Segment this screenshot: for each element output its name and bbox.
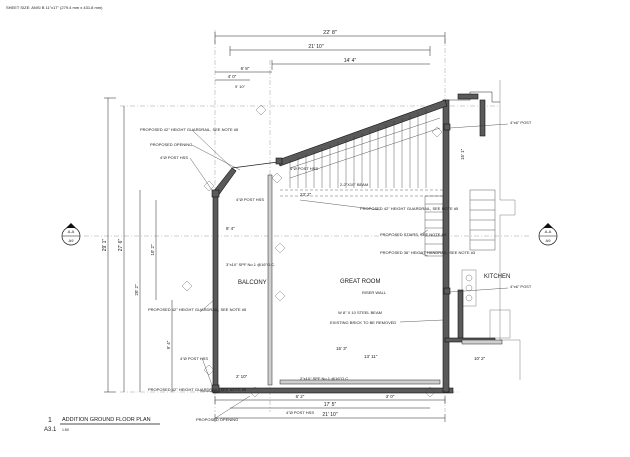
dim-mid-2: 15' 3" — [336, 346, 348, 351]
dim-right-2: 10' 2" — [474, 356, 486, 361]
window-tags — [181, 104, 443, 398]
section-right-sheet: A9 — [546, 238, 552, 243]
interior-dimensions: 8' 4" 15' 3" 13' 11" 23' 2" 15' 1" 10' 2… — [226, 148, 486, 381]
section-left-sheet: A9 — [69, 238, 75, 243]
note-hss: 4"Ø POST HSS — [290, 166, 318, 171]
dim-third-top: 14' 4" — [344, 58, 357, 64]
note-existing-brick: EXISTING BRICK TO BE REMOVED — [330, 320, 396, 325]
left-notes: PROPOSED 42" HEIGHT GUARDRAIL, SEE NOTE … — [140, 127, 314, 422]
title-sheet: A3.1 — [44, 427, 57, 433]
dim-overall-top: 22' 8" — [323, 30, 337, 36]
note-opening-bottom: PROPOSED OPENING — [196, 417, 238, 422]
dim-left-2: 27' 6" — [118, 239, 124, 252]
title-block: 1 ADDITION GROUND FLOOR PLAN A3.1 1:50 — [44, 417, 160, 433]
room-label-balcony: BALCONY — [238, 280, 267, 286]
note-post-bottom: 4"Ø POST HSS — [286, 410, 314, 415]
dim-mid-4: 23' 2" — [300, 192, 312, 197]
title-scale: 1:50 — [62, 428, 69, 432]
room-label-great-room: GREAT ROOM — [340, 279, 380, 285]
note-post-right-mid: 4"x6" POST — [510, 284, 532, 289]
dim-right-1: 15' 1" — [460, 148, 465, 160]
dim-bottom-1: 17' 5" — [324, 402, 337, 408]
note-opening-top: PROPOSED OPENING — [150, 142, 192, 147]
section-marker-right: A-A A9 — [538, 223, 558, 246]
dim-left-overall: 29' 1" — [102, 239, 108, 252]
dim-mid-3: 13' 11" — [364, 354, 378, 359]
dim-left-4: 10' 2" — [150, 244, 155, 256]
kitchen-fixtures — [461, 269, 511, 339]
title-number: 1 — [48, 417, 52, 424]
sheet-size-label: SHEET SIZE: ANSI B 11"x17" (279.4 mm x 4… — [6, 5, 103, 10]
posts — [211, 123, 451, 393]
dim-small-top-1: 6' 8" — [241, 66, 250, 71]
dim-left-5: 9' 4" — [166, 340, 171, 349]
note-beam: 2-2"X10" BEAM — [340, 182, 368, 187]
room-label-kitchen: KITCHEN — [484, 274, 510, 280]
note-guardrail-top: PROPOSED 42" HEIGHT GUARDRAIL, SEE NOTE … — [140, 127, 239, 132]
building-walls — [212, 80, 521, 394]
note-lvl2: 2"x10" SPF No.1 @16"O.C. — [300, 376, 349, 381]
grid-lines — [84, 30, 530, 412]
stairs — [289, 109, 496, 257]
note-guardrail-right: PROPOSED 42" HEIGHT GUARDRAIL, SEE NOTE … — [360, 206, 459, 211]
dim-second-top: 21' 10" — [308, 44, 323, 50]
dim-small-top-2: 4' 0" — [228, 74, 237, 79]
left-dimensions: 29' 1" 27' 6" 20' 2" 10' 2" 9' 4" — [102, 97, 173, 393]
note-stairs: PROPOSED STAIRS, SEE NOTE #4 — [380, 232, 447, 237]
note-lvl: 3"x10" SPF No.1 @16"O.C. — [226, 262, 275, 267]
section-marker-left: A-A A9 — [61, 223, 81, 246]
note-post-top: 4"Ø POST HSS — [160, 155, 188, 160]
dim-left-3: 20' 2" — [134, 284, 139, 296]
note-post-mid: 4"Ø POST HSS — [236, 197, 264, 202]
bottom-dimensions: 6' 2" 3' 0" 17' 5" 21' 10" — [214, 394, 446, 422]
note-post-low: 4"Ø POST HSS — [180, 356, 208, 361]
title-text: ADDITION GROUND FLOOR PLAN — [62, 417, 151, 423]
section-left-letter: A-A — [68, 229, 75, 234]
dim-bottom-4: 3' 0" — [386, 394, 395, 399]
right-notes: 2-2"X10" BEAM PROPOSED 42" HEIGHT GUARDR… — [226, 120, 532, 325]
note-guardrail-bottom: PROPOSED 42" HEIGHT GUARDRAIL, SEE NOTE … — [148, 387, 247, 392]
top-dimensions: 22' 8" 21' 10" 14' 4" 6' 8" 4' 0" 9' 10" — [214, 30, 446, 89]
note-riser-wall: RISER WALL — [362, 290, 387, 295]
note-post-right-top: 4"x6" POST — [510, 120, 532, 125]
dim-bottom-small: 2' 10" — [236, 374, 248, 379]
dim-bottom-2: 21' 10" — [322, 412, 337, 418]
dim-mid-1: 8' 4" — [226, 226, 235, 231]
section-right-letter: A-A — [545, 229, 552, 234]
dim-bottom-3: 6' 2" — [296, 394, 305, 399]
note-handrail: PROPOSED 36" HEIGHT HANDRAIL, SEE NOTE #… — [380, 250, 476, 255]
note-guardrail-mid: PROPOSED 42" HEIGHT GUARDRAIL, SEE NOTE … — [148, 307, 247, 312]
note-steel: W 8" X 10 STEEL BEAM — [338, 310, 382, 315]
dim-small-top-3: 9' 10" — [235, 84, 246, 89]
